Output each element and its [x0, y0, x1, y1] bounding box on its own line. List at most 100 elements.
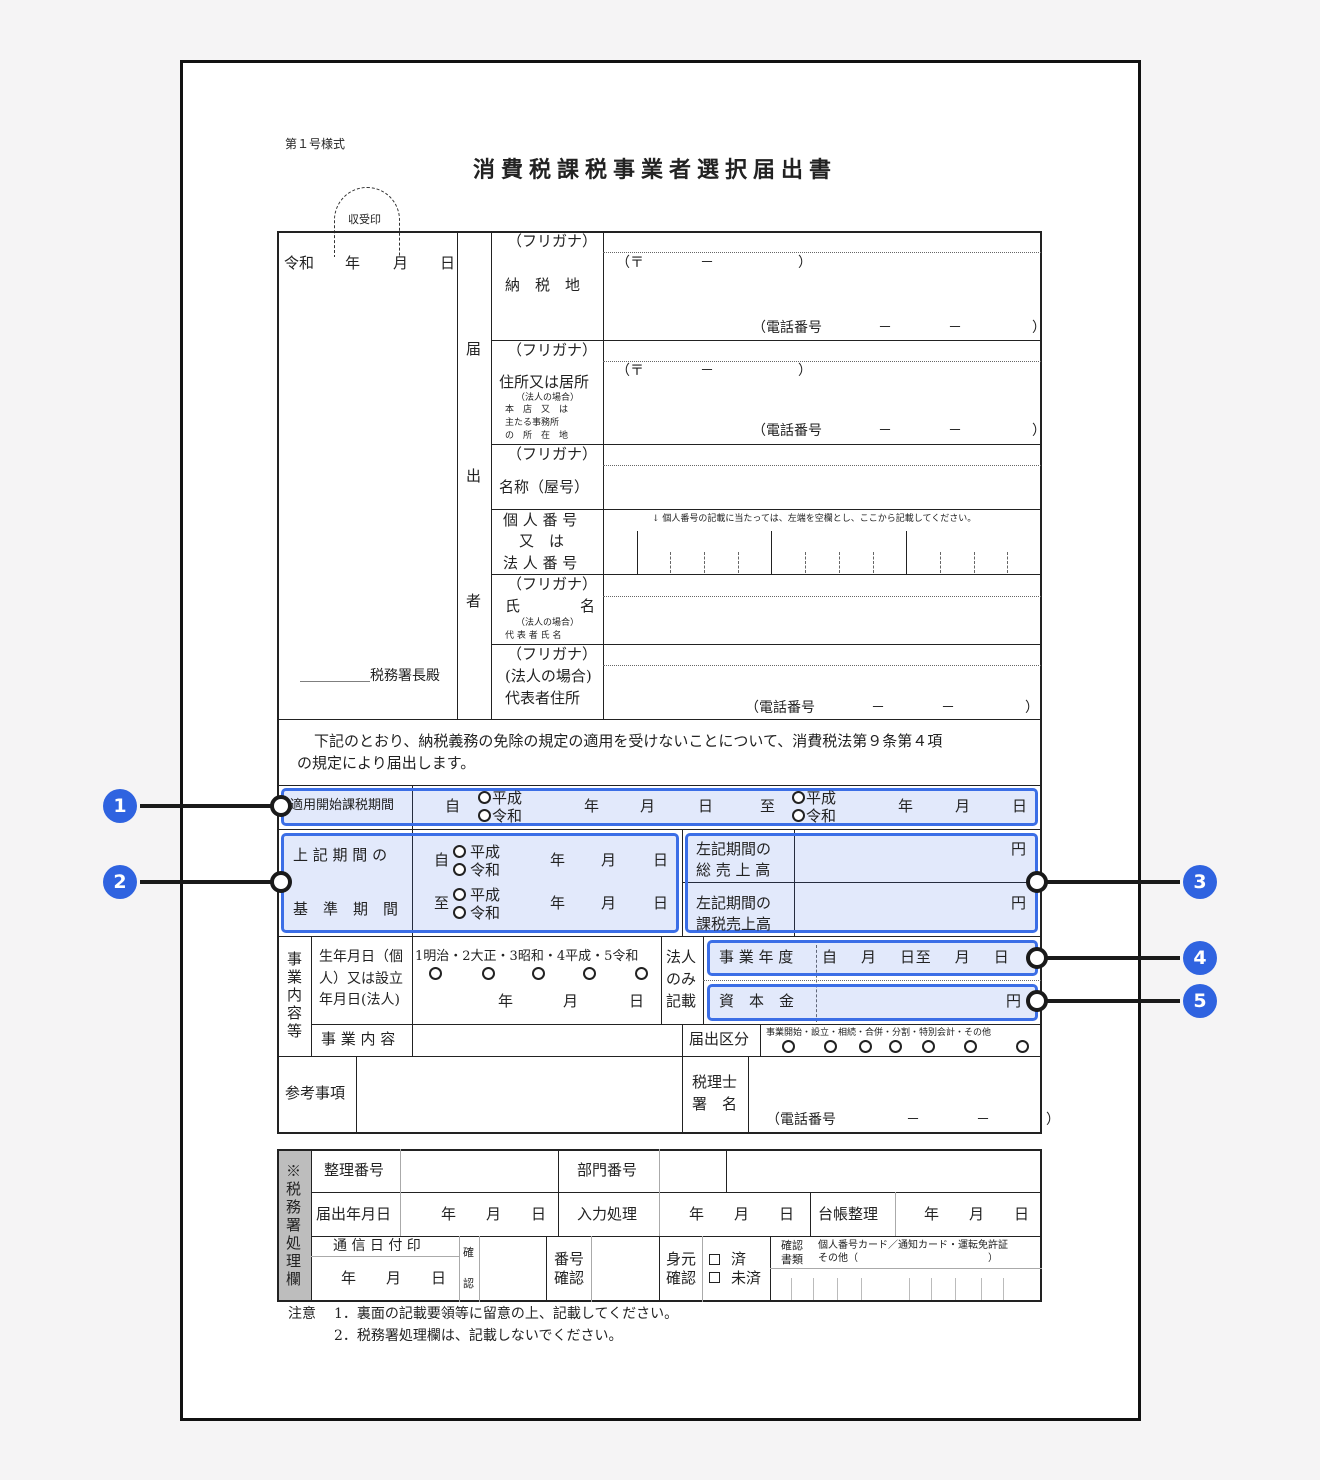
radio-heisei[interactable] — [792, 791, 805, 804]
radio-reiwa[interactable] — [792, 809, 805, 822]
filer-label: 出 — [466, 467, 482, 485]
digit-group-divider — [906, 531, 907, 574]
highlight-base-period — [281, 833, 679, 933]
date-day: 日 — [440, 254, 456, 272]
office-digit-divider — [955, 1278, 956, 1300]
accountant-label: 税理士 — [692, 1073, 738, 1091]
form-id: 第１号様式 — [285, 137, 346, 151]
category-radio[interactable] — [964, 1040, 977, 1053]
comm-stamp-label: 通 信 日 付 印 — [333, 1238, 421, 1254]
not-done-checkbox[interactable] — [709, 1272, 720, 1283]
postal-field[interactable]: （〒 － ） — [616, 363, 812, 379]
office-digit-divider — [1003, 1278, 1004, 1300]
radio-showa[interactable] — [532, 967, 545, 980]
birth-label: 人）又は設立 — [319, 971, 403, 987]
rep-address-label: (法人の場合) — [505, 667, 592, 685]
input-date-value: 年 月 日 — [689, 1205, 795, 1223]
docs-label: 書類 — [781, 1253, 803, 1266]
office-digit-divider — [837, 1278, 838, 1300]
business-section-label: 事業内容等 — [287, 950, 303, 1040]
year: 年 — [498, 992, 514, 1010]
statement-text: の規定により届出します。 — [297, 754, 476, 772]
office-use-label: ※税務署処理欄 — [286, 1162, 302, 1288]
callout-badge-4: 4 — [1183, 941, 1217, 975]
filer-label: 者 — [466, 592, 482, 610]
input-label: 入力処理 — [577, 1205, 638, 1223]
corp-only-label: のみ — [666, 970, 697, 988]
fiscal-year-field[interactable]: 自 月 日 至 月 日 — [822, 948, 1009, 966]
total-sales-label: 左記期間の — [696, 840, 772, 858]
era-reiwa: 令和 — [806, 807, 837, 825]
radio-reiwa[interactable] — [478, 809, 491, 822]
callout-line — [140, 804, 282, 808]
office-digit-divider — [861, 1278, 862, 1300]
radio-heisei[interactable] — [478, 791, 491, 804]
month: 月 — [955, 797, 971, 815]
address-note: 本 店 又 は — [505, 405, 569, 415]
accountant-phone[interactable]: （電話番号 － － ） — [766, 1112, 1060, 1128]
radio-heisei[interactable] — [453, 845, 466, 858]
done-checkbox[interactable] — [709, 1254, 720, 1265]
callout-badge-3: 3 — [1183, 865, 1217, 899]
not-done-label: 未済 — [731, 1269, 762, 1287]
ledger-date-value: 年 月 日 — [924, 1205, 1030, 1223]
category-radio[interactable] — [824, 1040, 837, 1053]
identity-check-label: 確認 — [666, 1269, 697, 1287]
period-to: 至 — [760, 797, 776, 815]
callout-pin — [1026, 871, 1048, 893]
comm-stamp-date: 年 月 日 — [341, 1269, 447, 1287]
furigana-label: （フリガナ） — [507, 232, 598, 250]
category-radio[interactable] — [782, 1040, 795, 1053]
radio-reiwa[interactable] — [635, 967, 648, 980]
era-reiwa: 令和 — [470, 904, 501, 922]
radio-heisei[interactable] — [583, 967, 596, 980]
office-digit-divider — [981, 1278, 982, 1300]
radio-meiji[interactable] — [429, 967, 442, 980]
radio-reiwa[interactable] — [453, 863, 466, 876]
era-heisei: 平成 — [470, 843, 501, 861]
business-content-label: 事 業 内 容 — [321, 1030, 396, 1048]
phone-field[interactable]: （電話番号 － － ） — [752, 320, 1046, 336]
year: 年 — [898, 797, 914, 815]
category-radio[interactable] — [922, 1040, 935, 1053]
digit-divider — [940, 552, 941, 573]
callout-pin — [1026, 947, 1048, 969]
date-month: 月 — [393, 254, 409, 272]
number-label: 又 は — [519, 532, 565, 550]
day: 日 — [1012, 797, 1028, 815]
number-label: 個 人 番 号 — [503, 511, 578, 529]
furigana-label: （フリガナ） — [507, 341, 598, 359]
office-digit-divider — [931, 1278, 932, 1300]
filed-date-value: 年 月 日 — [441, 1205, 547, 1223]
category-radio[interactable] — [859, 1040, 872, 1053]
base-period-label: 基 準 期 間 — [293, 900, 399, 918]
postal-field[interactable]: （〒 － ） — [616, 255, 812, 271]
number-label: 法 人 番 号 — [503, 554, 578, 572]
name-label: 名称（屋号） — [499, 478, 590, 496]
radio-heisei[interactable] — [453, 888, 466, 901]
callout-badge-1: 1 — [103, 789, 137, 823]
docs-label: 確認 — [781, 1239, 803, 1252]
category-label: 届出区分 — [689, 1030, 750, 1048]
person-note: （法人の場合） — [516, 618, 580, 628]
dept-number-label: 部門番号 — [577, 1161, 638, 1179]
year: 年 — [584, 797, 600, 815]
phone-field[interactable]: （電話番号 － － ） — [745, 700, 1039, 716]
category-radio[interactable] — [1016, 1040, 1029, 1053]
caution-item: 1．裏面の記載要領等に留意の上、記載してください。 — [334, 1306, 679, 1322]
corp-only-label: 記載 — [666, 992, 697, 1010]
remarks-label: 参考事項 — [285, 1084, 346, 1102]
capital-label: 資 本 金 — [719, 992, 795, 1010]
category-radio[interactable] — [889, 1040, 902, 1053]
confirm-label: 確 — [463, 1246, 474, 1259]
number-note: ↓ 個人番号の記載に当たっては、左端を空欄とし、ここから記載してください。 — [652, 514, 977, 524]
radio-taisho[interactable] — [482, 967, 495, 980]
period-to: 至 — [434, 894, 450, 912]
filed-date-label: 届出年月日 — [316, 1205, 392, 1223]
digit-divider — [670, 552, 671, 573]
phone-field[interactable]: （電話番号 － － ） — [752, 423, 1046, 439]
digit-divider — [805, 552, 806, 573]
ledger-label: 台帳整理 — [818, 1205, 879, 1223]
furigana-label: （フリガナ） — [507, 645, 598, 663]
radio-reiwa[interactable] — [453, 906, 466, 919]
